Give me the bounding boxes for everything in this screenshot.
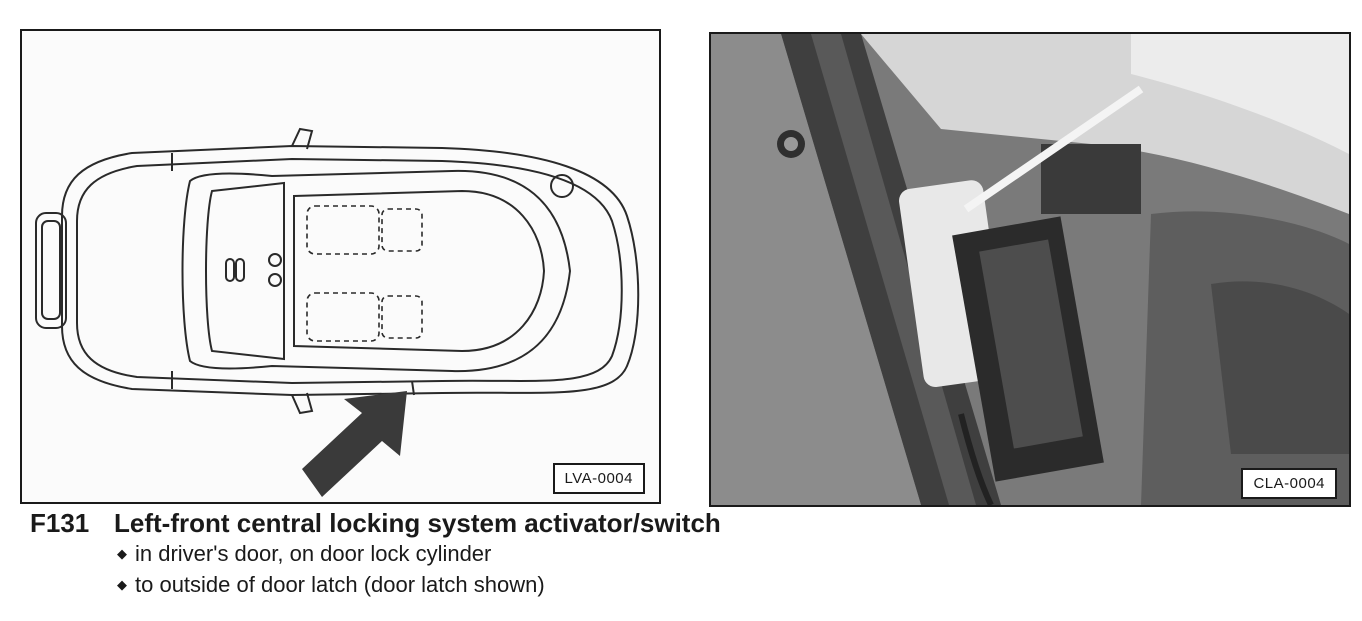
component-title: Left-front central locking system activa… [114, 508, 721, 538]
caption-bullet: ◆ to outside of door latch (door latch s… [117, 569, 1130, 600]
figure-car-top-view: LVA-0004 [20, 29, 661, 504]
figure-label-left: LVA-0004 [552, 463, 645, 494]
figure-label-right: CLA-0004 [1241, 468, 1337, 499]
figure-caption: F131 Left-front central locking system a… [30, 508, 1130, 600]
bullet-text: in driver's door, on door lock cylinder [135, 541, 492, 566]
figure-door-latch-photo: CLA-0004 [709, 32, 1351, 507]
caption-bullet: ◆ in driver's door, on door lock cylinde… [117, 538, 1130, 569]
door-latch-photo-illustration [711, 34, 1349, 505]
arrow-pointer-icon [302, 391, 407, 497]
car-outline-drawing [35, 127, 640, 497]
component-code: F131 [30, 508, 90, 538]
caption-title-row: F131 Left-front central locking system a… [30, 508, 1130, 538]
bullet-icon: ◆ [117, 577, 127, 592]
bullet-text: to outside of door latch (door latch sho… [135, 572, 545, 597]
bullet-icon: ◆ [117, 546, 127, 561]
